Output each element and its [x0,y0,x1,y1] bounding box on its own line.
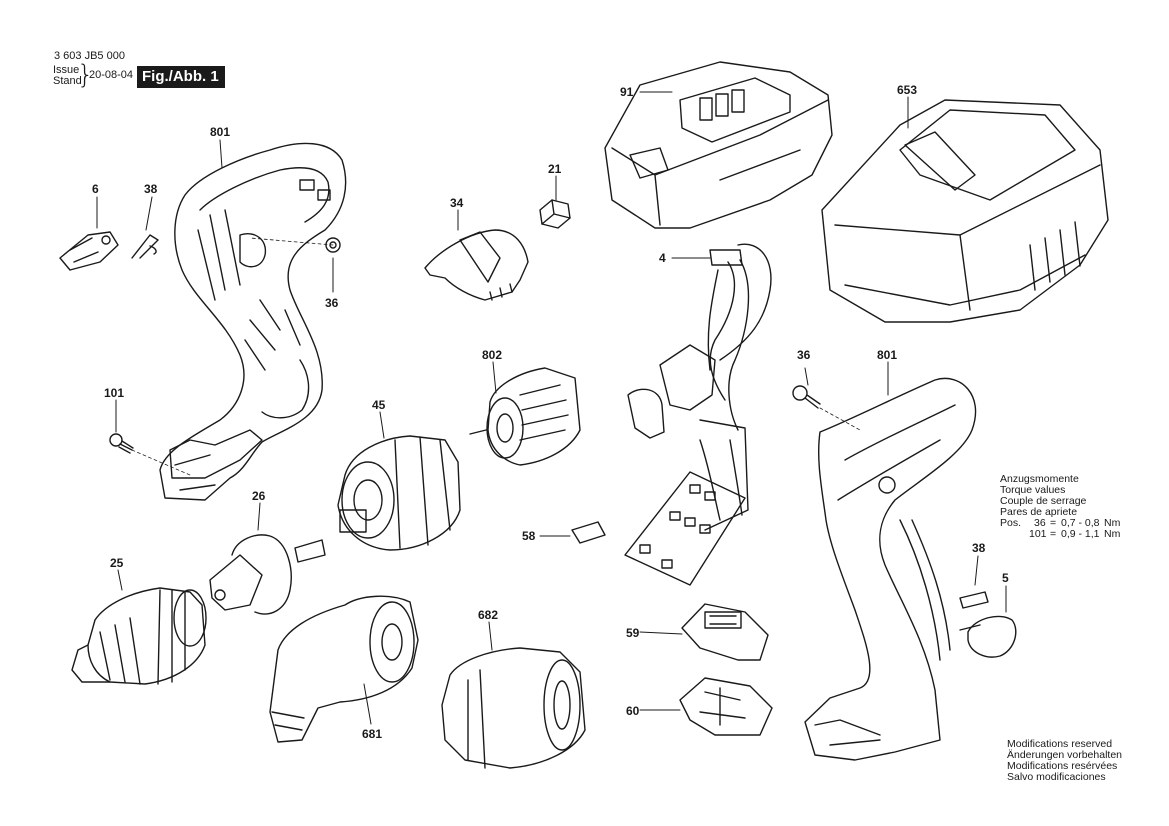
screw-101 [109,433,191,476]
charger-653 [821,99,1109,323]
brace-symbol: } [77,60,94,90]
callout-38: 38 [144,182,158,196]
figure-label: Fig./Abb. 1 [137,66,225,88]
switch-wiring-4 [627,243,772,531]
gearbox-45 [337,435,461,551]
callout-36-right: 36 [797,348,811,362]
part-number: 3 603 JB5 000 [54,50,125,62]
offset-adapter-682 [441,647,586,769]
slide-switch-6 [59,231,119,271]
housing-half-right-801 [804,377,977,761]
torque-unit-36: Nm [1104,517,1121,529]
issue-label: Issue [53,64,80,76]
angle-adapter-681 [269,595,419,743]
callout-38-right: 38 [972,541,986,555]
callout-682: 682 [478,608,499,622]
torque-title-es: Pares de apriete [1000,506,1078,518]
nut-21 [539,199,571,229]
callout-5: 5 [1002,571,1009,585]
pad-58 [571,521,606,544]
circuit-board [624,471,746,586]
chuck-25 [71,587,207,685]
torque-unit-101: Nm [1104,528,1121,540]
screw-36 [249,237,341,253]
torque-pos-101: 101 [1029,528,1047,540]
spring-38-right [959,591,989,609]
spring-38-left [131,234,159,259]
issue-date: 20-08-04 [89,69,134,81]
callout-802: 802 [482,348,503,362]
modifications-en: Modifications reserved [1007,738,1113,750]
spindle-26 [209,534,326,615]
callout-58: 58 [522,529,536,543]
callout-4: 4 [659,251,666,265]
callout-59: 59 [626,626,640,640]
modifications-de: Änderungen vorbehalten [1007,749,1123,761]
battery-pack-91 [604,61,833,229]
callout-681: 681 [362,727,383,741]
torque-eq-101: = [1050,528,1057,540]
torque-eq-36: = [1050,517,1057,529]
callout-801-right: 801 [877,348,898,362]
leader-lines [96,91,1007,725]
torque-title-de: Anzugsmomente [1000,473,1079,485]
callout-26: 26 [252,489,266,503]
callout-34: 34 [450,196,464,210]
torque-pos-label: Pos. [1000,517,1022,529]
motor-802 [469,367,581,466]
modifications-fr: Modifications resérvées [1007,760,1118,772]
torque-title-en: Torque values [1000,484,1066,496]
callout-21: 21 [548,162,562,176]
stand-label: Stand [53,75,82,87]
callout-653: 653 [897,83,918,97]
knob-5 [959,615,1017,658]
modifications-es: Salvo modificaciones [1007,771,1106,783]
callout-91: 91 [620,85,634,99]
cover-34 [424,229,529,301]
torque-value-101: 0,9 - 1,1 [1061,528,1100,540]
callout-45: 45 [372,398,386,412]
callout-6: 6 [92,182,99,196]
housing-half-left-801 [159,142,347,501]
torque-value-36: 0,7 - 0,8 [1061,517,1100,529]
torque-title-fr: Couple de serrage [1000,495,1087,507]
torque-pos-36: 36 [1034,517,1046,529]
callout-801: 801 [210,125,231,139]
callout-101: 101 [104,386,125,400]
callout-25: 25 [110,556,124,570]
callout-36: 36 [325,296,339,310]
screw-36-right [792,385,861,431]
cover-59 [681,603,769,661]
callout-60: 60 [626,704,640,718]
plate-60 [679,677,773,736]
